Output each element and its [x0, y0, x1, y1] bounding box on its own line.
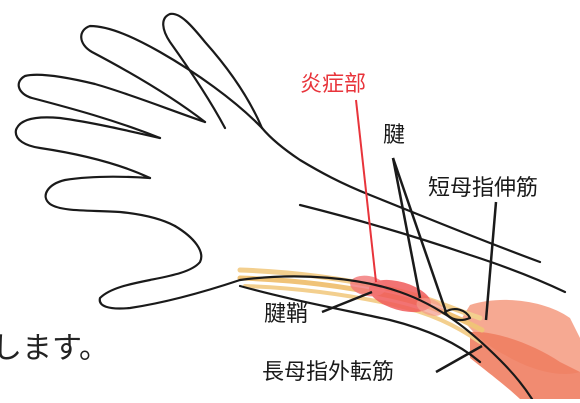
tendon-label: 腱	[383, 125, 405, 147]
finger-1	[81, 26, 262, 128]
ebp-muscle-label: 短母指伸筋	[428, 178, 538, 200]
finger-top	[163, 14, 262, 128]
finger-4	[46, 177, 175, 226]
finger-3	[16, 117, 160, 178]
overlay-caption: します。	[0, 334, 109, 364]
apl-muscle-label: 長母指外転筋	[262, 362, 394, 384]
inflammation-label: 炎症部	[300, 74, 366, 96]
tendon-sheath-label: 腱鞘	[264, 304, 308, 326]
hand-palm-edge	[100, 226, 240, 309]
